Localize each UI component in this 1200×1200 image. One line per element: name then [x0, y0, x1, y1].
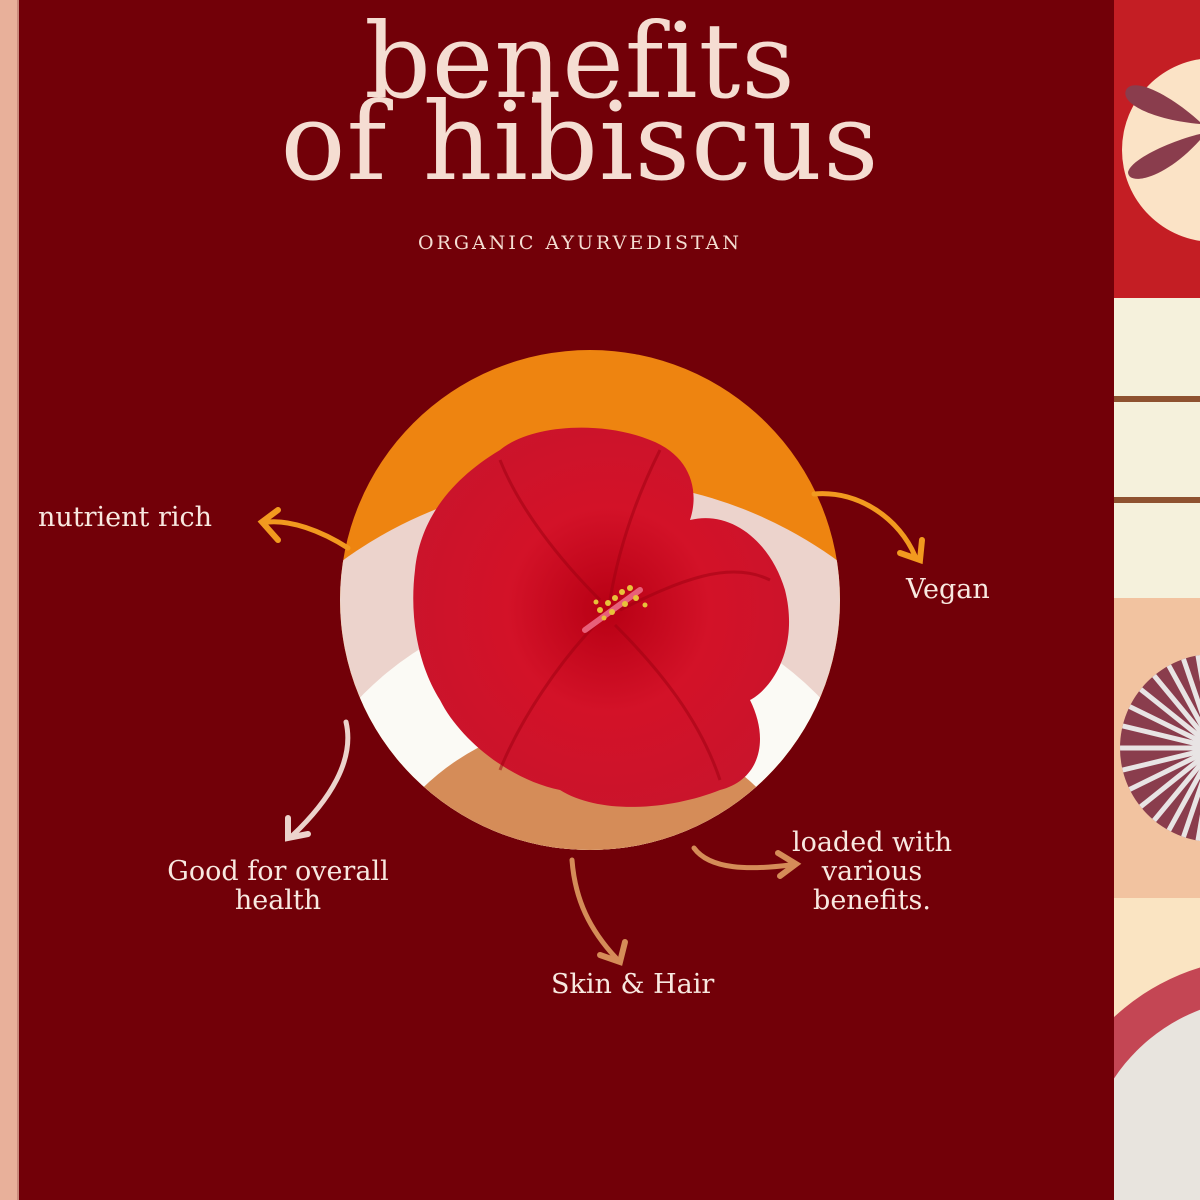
panel-ring-block: [1114, 898, 1200, 1200]
benefit-overall-health-line1: Good for overall: [167, 856, 389, 887]
arrow-loaded-benefits: [691, 845, 793, 871]
right-decorative-panel: [1114, 0, 1200, 1200]
arrow-vegan: [811, 491, 918, 559]
benefit-loaded-line2: various: [821, 856, 923, 887]
petal-medallion-icon: [1122, 59, 1200, 241]
panel-cream-stripe-1: [1114, 298, 1200, 396]
benefit-vegan: Vegan: [906, 574, 990, 605]
left-decorative-strip: [0, 0, 19, 1200]
benefit-loaded-line3: benefits.: [813, 885, 931, 916]
arrow-skin-hair: [569, 857, 619, 961]
benefit-nutrient-rich: nutrient rich: [38, 502, 213, 533]
sunburst-icon: [1120, 654, 1200, 842]
title-line-2: of hibiscus: [280, 80, 880, 205]
benefit-skin-hair: Skin & Hair: [551, 969, 715, 1000]
benefit-overall-health-line2: health: [234, 885, 322, 916]
panel-sunburst-block: [1114, 598, 1200, 898]
benefit-overall-health: Good for overall health: [158, 857, 398, 915]
brand-subtitle: ORGANIC AYURVEDISTAN: [418, 232, 742, 254]
arrow-nutrient-rich: [265, 519, 351, 551]
benefit-loaded-benefits: loaded with various benefits.: [788, 828, 956, 915]
panel-petal-block: [1114, 0, 1200, 298]
panel-divider-2: [1114, 497, 1200, 503]
panel-cream-stripe-3: [1114, 503, 1200, 598]
benefit-loaded-line1: loaded with: [791, 827, 953, 858]
panel-divider-1: [1114, 396, 1200, 402]
arrow-overall-health: [289, 719, 351, 839]
ring-icon: [1114, 967, 1200, 1200]
panel-cream-stripe-2: [1114, 402, 1200, 497]
hibiscus-flower-icon: [413, 427, 790, 807]
title-line-1: benefits: [364, 0, 796, 122]
